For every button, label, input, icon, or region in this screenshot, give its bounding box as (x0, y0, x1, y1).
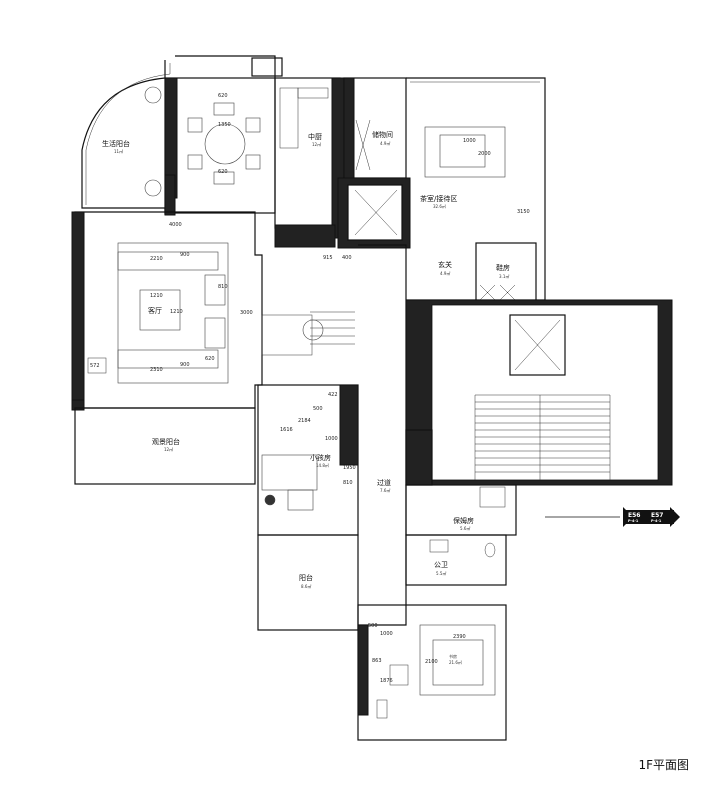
svg-text:620: 620 (218, 93, 228, 99)
living-room-label: 客厅 (148, 306, 162, 315)
svg-text:2390: 2390 (453, 634, 466, 640)
svg-text:863: 863 (372, 658, 382, 664)
svg-text:422: 422 (328, 392, 338, 398)
svg-text:500: 500 (368, 623, 378, 629)
kitchen-wall (274, 77, 341, 229)
svg-text:1350: 1350 (218, 122, 231, 128)
svg-text:2000: 2000 (478, 151, 491, 157)
svg-text:620: 620 (218, 169, 228, 175)
tea-room-label: 茶室/接待区 (420, 194, 457, 203)
utility-balcony-wall (81, 60, 166, 215)
svg-text:P-4-1: P-4-1 (628, 519, 639, 523)
svg-text:900: 900 (180, 252, 190, 258)
view-balcony-label: 观景阳台 (152, 437, 180, 446)
carpet (117, 242, 229, 384)
svg-text:1210: 1210 (170, 309, 183, 315)
storage-label: 储物间 (372, 130, 393, 139)
public-wc-wall (405, 534, 507, 586)
shoe-room-label: 鞋房 (496, 263, 510, 272)
kitchen-label: 中厨 (308, 132, 322, 141)
svg-text:900: 900 (180, 362, 190, 368)
svg-text:4.9㎡: 4.9㎡ (440, 270, 450, 276)
svg-text:810: 810 (343, 480, 353, 486)
svg-text:620: 620 (205, 356, 215, 362)
svg-text:3000: 3000 (240, 310, 253, 316)
svg-text:14.8㎡: 14.8㎡ (316, 462, 329, 468)
entry-label: 玄关 (438, 260, 452, 269)
svg-text:E56: E56 (628, 512, 640, 519)
svg-text:P-4-1: P-4-1 (651, 519, 662, 523)
living-room-wall (74, 211, 263, 409)
svg-text:3150: 3150 (517, 209, 530, 215)
svg-text:2184: 2184 (298, 418, 311, 424)
svg-text:11㎡: 11㎡ (114, 148, 123, 154)
svg-text:12㎡: 12㎡ (164, 446, 173, 452)
balcony-wall (257, 534, 359, 631)
svg-text:1000: 1000 (463, 138, 476, 144)
svg-text:12㎡: 12㎡ (312, 141, 321, 147)
corridor-wall (358, 244, 407, 626)
svg-text:2210: 2210 (150, 256, 163, 262)
svg-text:915: 915 (323, 255, 333, 261)
svg-text:5.6㎡: 5.6㎡ (460, 525, 470, 531)
svg-text:4000: 4000 (169, 222, 182, 228)
svg-text:32.6㎡: 32.6㎡ (433, 203, 446, 209)
kids-room-label: 小孩房 (310, 453, 331, 462)
nanny-room-label: 保姆房 (453, 516, 474, 525)
svg-text:1950: 1950 (343, 465, 356, 471)
svg-text:1210: 1210 (150, 293, 163, 299)
view-balcony-wall (74, 407, 256, 485)
svg-text:500: 500 (313, 406, 323, 412)
balcony-label: 阳台 (299, 573, 313, 582)
dining-table (204, 123, 246, 165)
svg-text:810: 810 (218, 284, 228, 290)
svg-text:5.5㎡: 5.5㎡ (436, 570, 446, 576)
svg-text:4.9㎡: 4.9㎡ (380, 140, 390, 146)
svg-text:1616: 1616 (280, 427, 293, 433)
svg-text:7.6㎡: 7.6㎡ (380, 487, 390, 493)
svg-text:21.6㎡: 21.6㎡ (449, 659, 462, 665)
public-wc-label: 公卫 (434, 561, 448, 569)
plan-title: 1F平面图 (638, 758, 689, 772)
svg-text:2310: 2310 (150, 367, 163, 373)
section-marker: E56 E57 P-4-1 P-4-1 (545, 507, 680, 527)
svg-text:1000: 1000 (325, 436, 338, 442)
svg-text:1876: 1876 (380, 678, 393, 684)
svg-text:2100: 2100 (425, 659, 438, 665)
svg-text:3.1㎡: 3.1㎡ (499, 273, 509, 279)
svg-text:8.6㎡: 8.6㎡ (301, 583, 311, 589)
svg-text:1000: 1000 (380, 631, 393, 637)
corridor-label: 过道 (377, 478, 391, 487)
study-label: 书房 (449, 653, 457, 659)
svg-text:572: 572 (90, 363, 100, 369)
svg-text:E57: E57 (651, 512, 663, 519)
utility-balcony-label: 生活阳台 (102, 139, 130, 148)
svg-text:400: 400 (342, 255, 352, 261)
